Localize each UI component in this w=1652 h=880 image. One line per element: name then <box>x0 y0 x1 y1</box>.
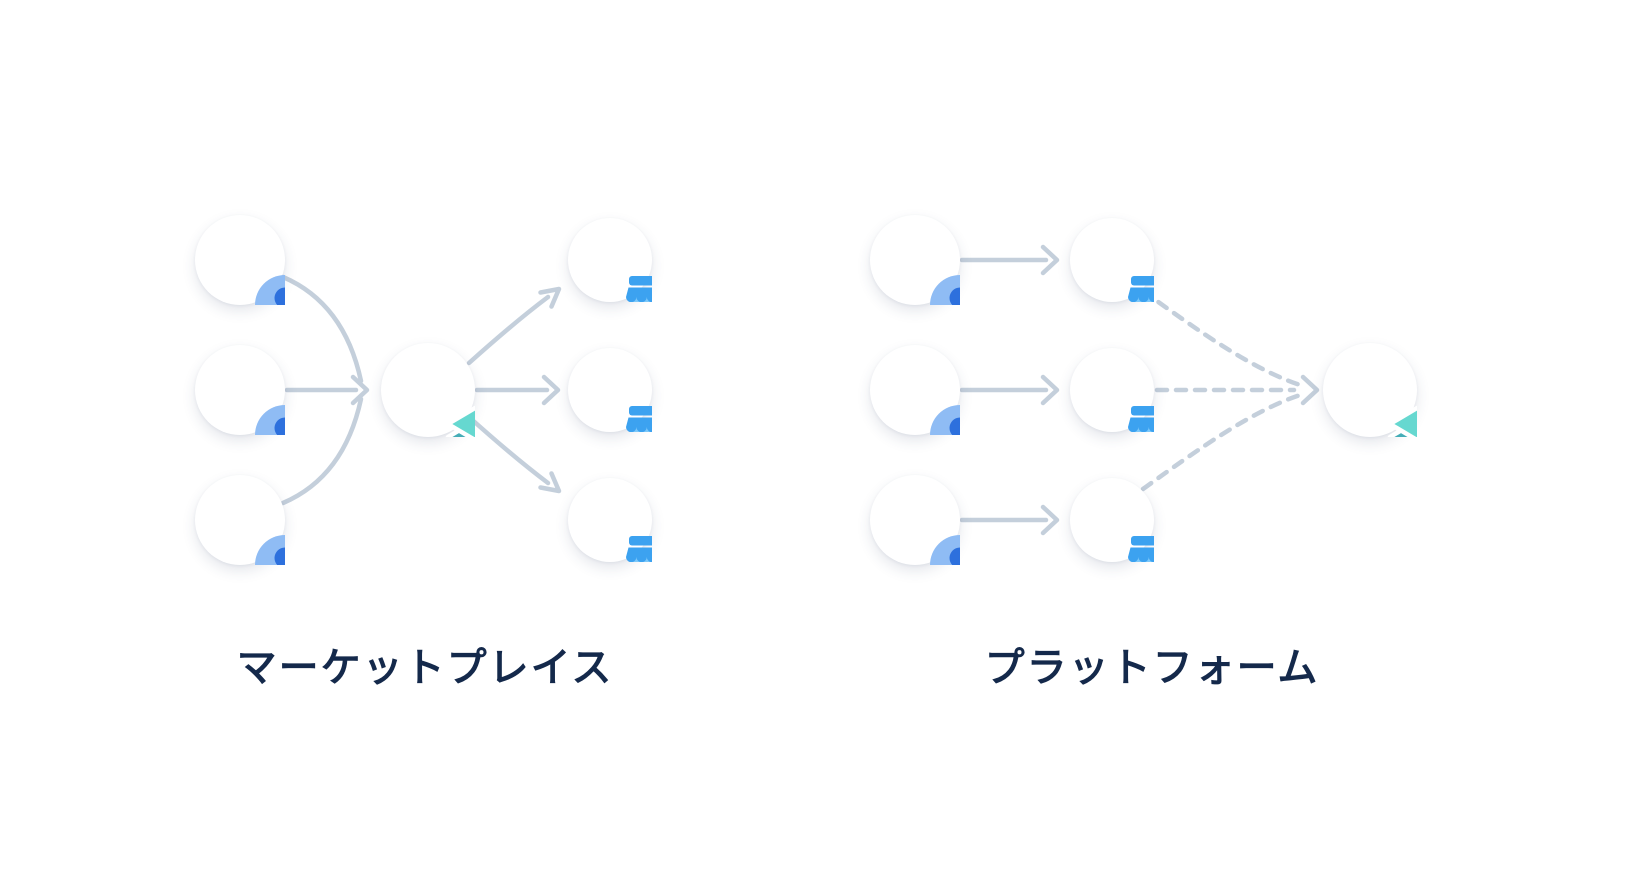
buyer-node <box>870 215 960 305</box>
marketplace-diverging-arrows <box>466 286 562 494</box>
arrowhead-icon <box>350 374 370 406</box>
layers-icon <box>1323 343 1417 437</box>
arrowhead-icon <box>1040 504 1060 536</box>
storefront-icon <box>568 348 652 432</box>
user-icon <box>195 215 285 305</box>
storefront-icon <box>568 218 652 302</box>
storefront-icon <box>568 478 652 562</box>
storefront-node <box>568 218 652 302</box>
arrowhead-icon <box>1300 374 1320 406</box>
user-icon <box>195 475 285 565</box>
buyer-node <box>195 215 285 305</box>
marketplace-label: マーケットプレイス <box>236 646 614 690</box>
storefront-icon <box>1070 218 1154 302</box>
storefront-icon <box>1070 478 1154 562</box>
platform-node <box>381 343 475 437</box>
buyer-node <box>195 475 285 565</box>
user-icon <box>870 475 960 565</box>
storefront-node <box>568 478 652 562</box>
platform-label: プラットフォーム <box>984 646 1320 690</box>
buyer-node <box>870 475 960 565</box>
arrowhead-icon <box>538 286 562 309</box>
storefront-icon <box>1070 348 1154 432</box>
storefront-node <box>1070 478 1154 562</box>
user-icon <box>195 345 285 435</box>
layers-icon <box>381 343 475 437</box>
arrowhead-icon <box>1040 374 1060 406</box>
platform-straight-arrows <box>959 244 1060 536</box>
storefront-node <box>1070 348 1154 432</box>
arrowhead-icon <box>538 471 562 494</box>
buyer-node <box>870 345 960 435</box>
storefront-node <box>568 348 652 432</box>
storefront-node <box>1070 218 1154 302</box>
user-icon <box>870 215 960 305</box>
user-icon <box>870 345 960 435</box>
platform-dashed-arrows <box>1140 288 1320 492</box>
arrowhead-icon <box>1040 244 1060 276</box>
marketplace-converging-arrows <box>280 274 370 506</box>
arrowhead-icon <box>541 374 561 406</box>
buyer-node <box>195 345 285 435</box>
platform-node <box>1323 343 1417 437</box>
